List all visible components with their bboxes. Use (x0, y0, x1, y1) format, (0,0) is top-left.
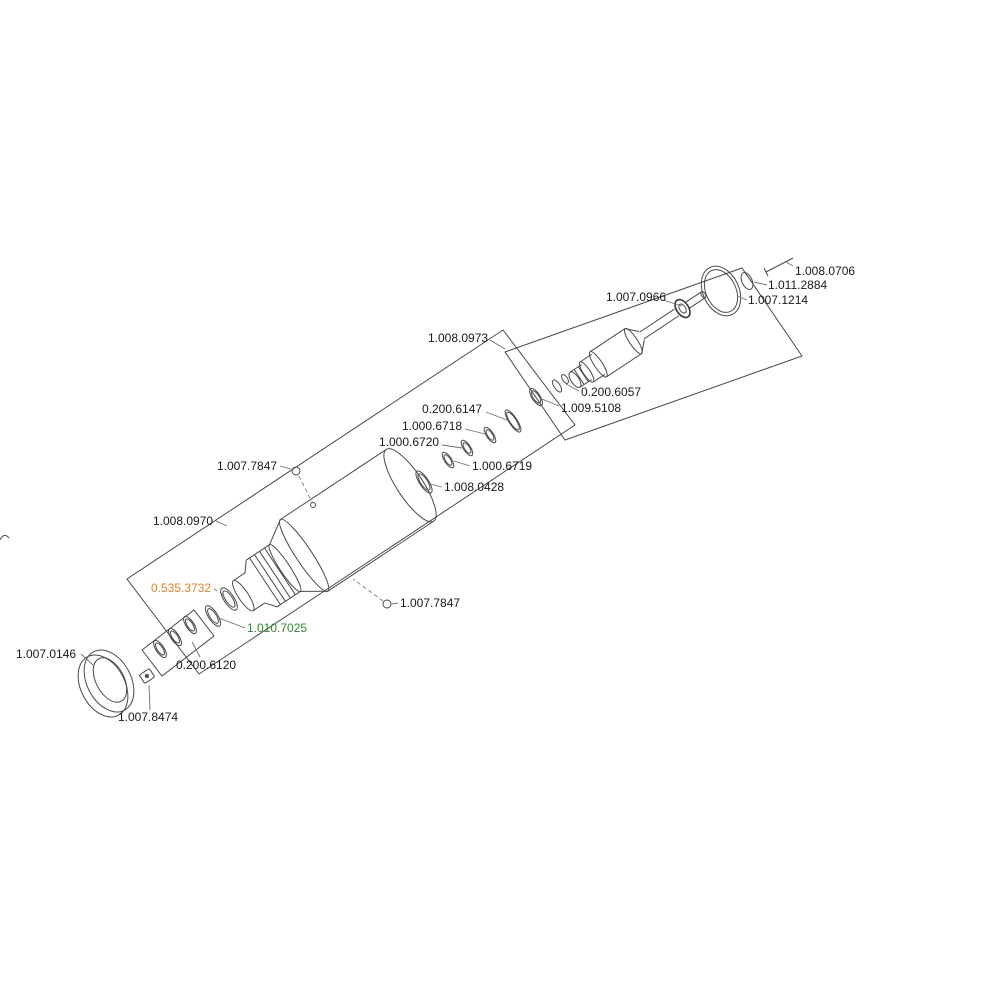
screw-lower (382, 599, 392, 609)
screw-head (763, 267, 769, 277)
assembly-box-right (504, 267, 803, 441)
snap-ring (220, 587, 238, 611)
o-ring-set (153, 615, 197, 659)
screw-upper (291, 466, 301, 476)
part-label-0200-6147[interactable]: 0.200.6147 (422, 402, 483, 416)
part-label-1000-6718[interactable]: 1.000.6718 (402, 419, 463, 433)
part-label-1007-1214[interactable]: 1.007.1214 (748, 293, 809, 307)
part-label-1009-5108[interactable]: 1.009.5108 (561, 401, 622, 415)
motor-body (231, 448, 437, 612)
part-label-1008-0706[interactable]: 1.008.0706 (795, 264, 856, 278)
part-label-0535-3732[interactable]: 0.535.3732 (151, 581, 212, 595)
alignment-screws (291, 466, 392, 609)
front-bezel (77, 649, 135, 718)
right-end-parts (700, 257, 794, 317)
part-label-1000-6719[interactable]: 1.000.6719 (472, 459, 533, 473)
part-label-1010-7025[interactable]: 1.010.7025 (247, 621, 308, 635)
ring-6147 (504, 409, 522, 433)
spacer-rings (415, 374, 569, 494)
part-label-1007-0146[interactable]: 1.007.0146 (16, 647, 77, 661)
washer-6718 (483, 426, 497, 444)
shaft-assembly (568, 291, 707, 389)
screw-top-right (765, 257, 794, 273)
washer-6719 (441, 451, 455, 469)
bearing-ring (204, 605, 222, 627)
o-ring-0428 (415, 470, 433, 494)
part-label-1008-0428[interactable]: 1.008.0428 (444, 480, 505, 494)
part-label-1007-7847-upper[interactable]: 1.007.7847 (217, 459, 278, 473)
retainer-clip (139, 668, 155, 684)
circlip (740, 272, 754, 290)
washer-6720 (460, 439, 474, 457)
body-screw-hole (310, 502, 316, 508)
part-label-1011-2884[interactable]: 1.011.2884 (768, 278, 828, 292)
part-label-1008-0973[interactable]: 1.008.0973 (428, 331, 489, 345)
assembly-box-left (126, 329, 576, 675)
ring-pair-b (561, 374, 569, 384)
leader-lines (80, 261, 794, 711)
shaft-bearing (674, 298, 691, 319)
part-label-1007-7847-lower[interactable]: 1.007.7847 (400, 596, 461, 610)
assembly-boxes (126, 267, 803, 677)
part-label-0200-6057[interactable]: 0.200.6057 (581, 385, 642, 399)
o-ring-set-box (141, 609, 215, 677)
part-label-0200-6120[interactable]: 0.200.6120 (176, 658, 237, 672)
part-label-1007-0966[interactable]: 1.007.0966 (606, 290, 667, 304)
ring-5108 (529, 387, 543, 407)
large-o-ring (700, 265, 742, 317)
part-label-1007-8474[interactable]: 1.007.8474 (118, 710, 179, 724)
ring-pair-a (551, 379, 563, 393)
stray-mark (0, 534, 10, 541)
part-label-1008-0970[interactable]: 1.008.0970 (153, 514, 214, 528)
part-label-1000-6720[interactable]: 1.000.6720 (379, 435, 440, 449)
